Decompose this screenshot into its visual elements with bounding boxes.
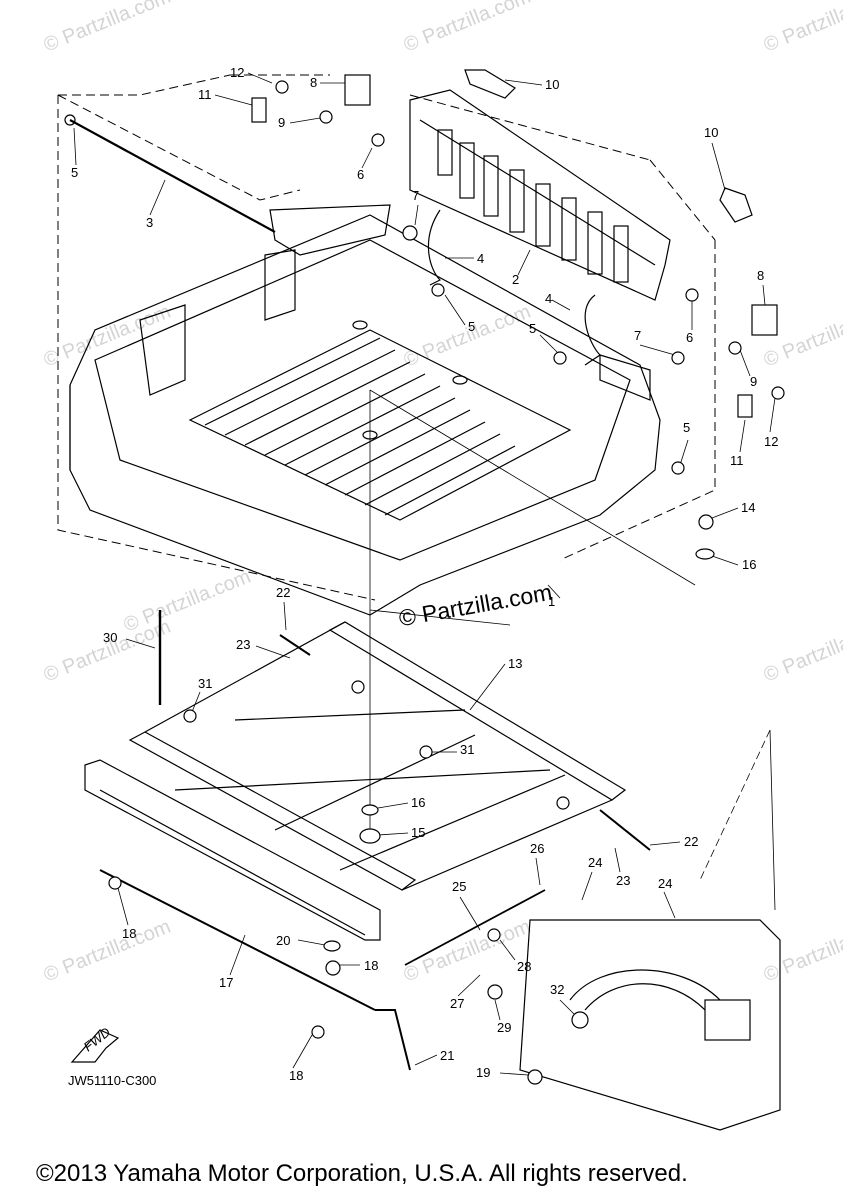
chassis xyxy=(519,919,781,1131)
callout-5: 5 xyxy=(529,321,536,336)
callout-32: 32 xyxy=(550,982,564,997)
callout-7: 7 xyxy=(412,188,419,203)
callout-23: 23 xyxy=(236,637,250,652)
callout-4: 4 xyxy=(545,291,552,306)
cargo-bed xyxy=(69,204,661,616)
callout-18: 18 xyxy=(364,958,378,973)
callout-10: 10 xyxy=(545,77,559,92)
callout-29: 29 xyxy=(497,1020,511,1035)
callout-23: 23 xyxy=(616,873,630,888)
tailgate xyxy=(409,89,671,301)
callout-19: 19 xyxy=(476,1065,490,1080)
callout-1: 1 xyxy=(548,594,555,609)
callout-7: 7 xyxy=(634,328,641,343)
callout-13: 13 xyxy=(508,656,522,671)
callout-18: 18 xyxy=(122,926,136,941)
callout-22: 22 xyxy=(276,585,290,600)
callout-6: 6 xyxy=(686,330,693,345)
callout-31: 31 xyxy=(198,676,212,691)
callout-24: 24 xyxy=(658,876,672,891)
callout-21: 21 xyxy=(440,1048,454,1063)
callout-12: 12 xyxy=(230,65,244,80)
callout-28: 28 xyxy=(517,959,531,974)
callout-30: 30 xyxy=(103,630,117,645)
callout-8: 8 xyxy=(757,268,764,283)
callout-22: 22 xyxy=(684,834,698,849)
callout-10: 10 xyxy=(704,125,718,140)
callout-25: 25 xyxy=(452,879,466,894)
callout-9: 9 xyxy=(750,374,757,389)
callout-24: 24 xyxy=(588,855,602,870)
callout-27: 27 xyxy=(450,996,464,1011)
callout-2: 2 xyxy=(512,272,519,287)
callout-15: 15 xyxy=(411,825,425,840)
callouts: 1 2 3 4 4 5 5 5 5 6 6 7 7 8 8 9 9 10 10 … xyxy=(71,65,778,1083)
frame xyxy=(84,621,627,941)
callout-9: 9 xyxy=(278,115,285,130)
callout-11: 11 xyxy=(198,87,212,102)
callout-31: 31 xyxy=(460,742,474,757)
callout-4: 4 xyxy=(477,251,484,266)
callout-8: 8 xyxy=(310,75,317,90)
callout-6: 6 xyxy=(357,167,364,182)
callout-3: 3 xyxy=(146,215,153,230)
callout-5: 5 xyxy=(468,319,475,334)
callout-11: 11 xyxy=(730,453,744,468)
diagram-code: JW51110-C300 xyxy=(68,1073,157,1088)
callout-17: 17 xyxy=(219,975,233,990)
callout-18: 18 xyxy=(289,1068,303,1083)
copyright-notice: ©2013 Yamaha Motor Corporation, U.S.A. A… xyxy=(36,1160,688,1187)
callout-20: 20 xyxy=(276,933,290,948)
callout-5: 5 xyxy=(683,420,690,435)
fwd-arrow-icon: FWD xyxy=(70,1024,120,1063)
callout-5: 5 xyxy=(71,165,78,180)
callout-12: 12 xyxy=(764,434,778,449)
callout-16: 16 xyxy=(742,557,756,572)
dashed-outline xyxy=(57,74,716,601)
callout-16: 16 xyxy=(411,795,425,810)
callout-14: 14 xyxy=(741,500,755,515)
callout-26: 26 xyxy=(530,841,544,856)
